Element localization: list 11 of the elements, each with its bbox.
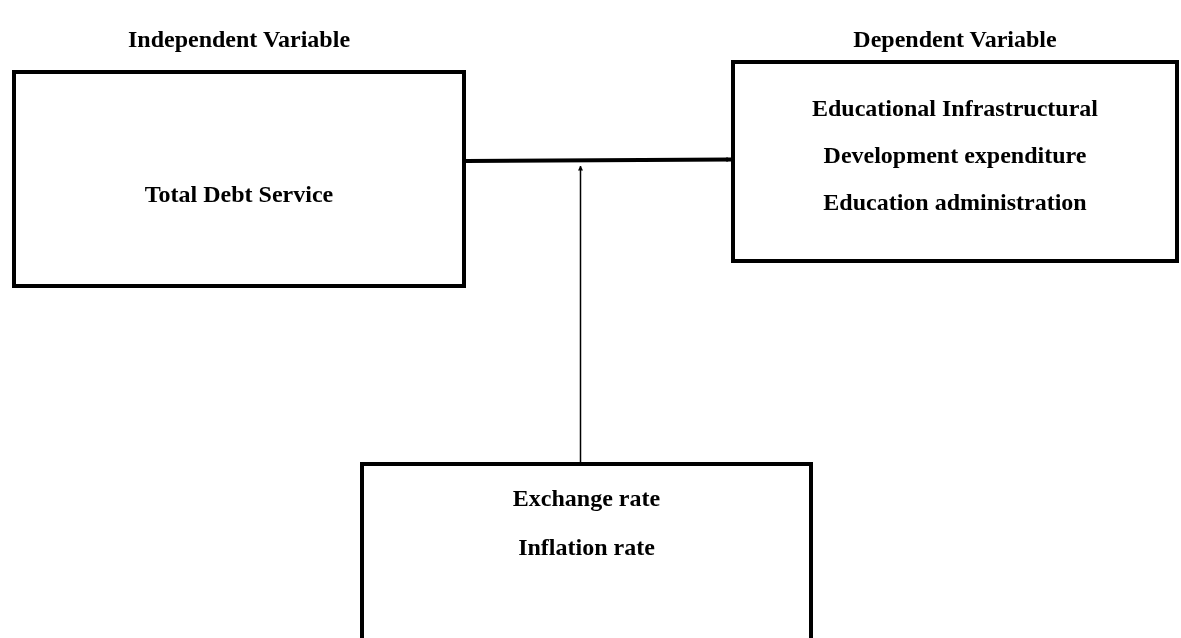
variable-heading: Dependent Variable [853, 26, 1057, 53]
variable-label: Exchange rate [512, 485, 661, 512]
variable-label: Total Debt Service [144, 181, 334, 208]
arrow [578, 165, 583, 463]
variable-label: Educational Infrastructural [812, 95, 1098, 122]
arrow [466, 157, 732, 163]
variable-box [360, 462, 813, 638]
variable-heading: Independent Variable [127, 26, 351, 53]
variable-label: Education administration [823, 189, 1087, 216]
variable-label: Inflation rate [518, 534, 655, 561]
variable-label: Development expenditure [823, 142, 1087, 169]
